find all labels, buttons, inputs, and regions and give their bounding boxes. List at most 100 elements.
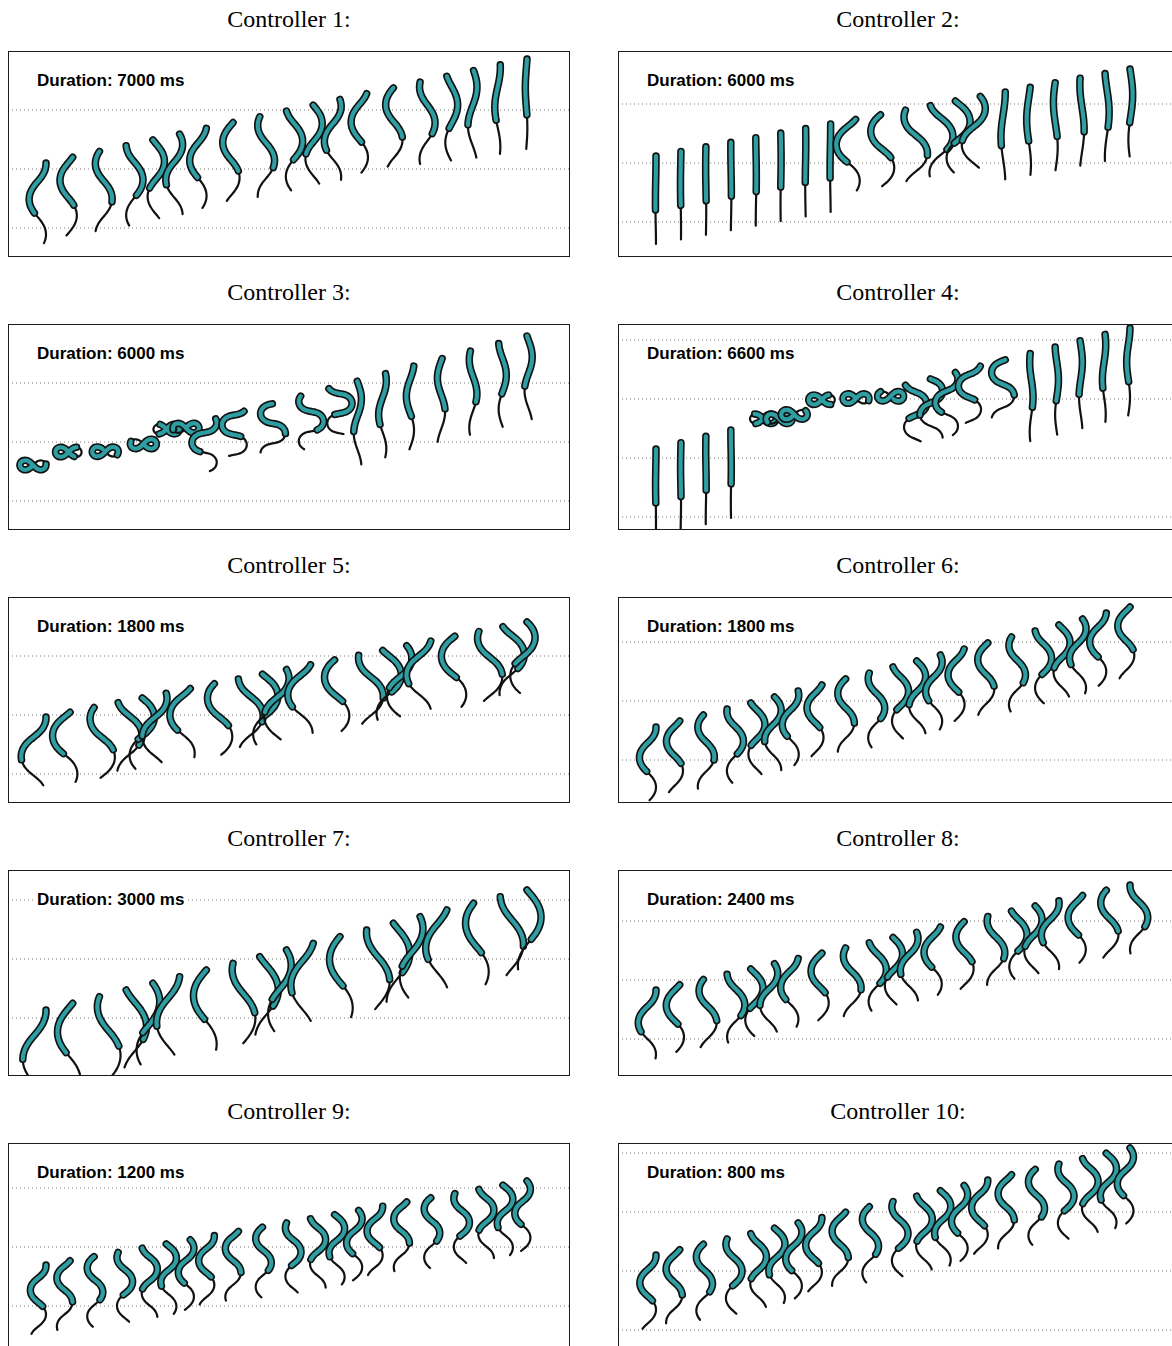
grid-line: [9, 774, 569, 775]
worm-body: [285, 1223, 301, 1265]
worm-pose: [1053, 83, 1057, 171]
worm-body: [441, 636, 456, 677]
worm-outline: [329, 389, 352, 415]
worm-body: [20, 460, 46, 470]
grid-line: [619, 1153, 1172, 1154]
worm-outline: [1035, 631, 1051, 674]
worm-pose: [1082, 1159, 1098, 1232]
worm-outline: [926, 655, 943, 701]
worm-body: [500, 897, 523, 946]
grid-line: [619, 701, 1172, 702]
duration-label: Duration: 1800 ms: [35, 617, 186, 637]
worm-body: [843, 394, 869, 404]
worm-pose: [666, 721, 683, 792]
worm-pose: [223, 123, 240, 201]
worm-body: [1118, 607, 1133, 650]
panel-title: Controller 4:: [619, 279, 1172, 306]
worm-pose: [56, 447, 82, 457]
worm-sequence: [619, 607, 1172, 800]
worm-outline: [726, 1239, 742, 1286]
worm-body: [358, 655, 383, 698]
worm-body: [192, 419, 217, 452]
worm-body: [142, 1248, 157, 1289]
worm-outline: [1001, 92, 1005, 146]
worm-outline: [1101, 890, 1118, 931]
worm-outline: [367, 1206, 383, 1247]
worm-body: [1001, 92, 1005, 146]
worm-outline: [838, 679, 855, 723]
worm-body: [225, 1231, 241, 1272]
worm-outline: [330, 937, 343, 986]
worm-outline: [781, 410, 807, 420]
worm-body: [972, 1180, 988, 1226]
worm-pose: [426, 910, 447, 987]
worm-pose: [406, 366, 414, 449]
grid-line: [619, 921, 1172, 922]
worm-pose: [871, 115, 894, 186]
worm-pose: [811, 953, 829, 1020]
worm-outline: [699, 980, 717, 1021]
worm-pose: [358, 655, 383, 724]
controller-panel: Controller 1:Duration: 7000 ms: [8, 51, 570, 257]
worm-body: [90, 708, 113, 750]
worm-pose: [978, 643, 995, 715]
worm-outline: [1030, 353, 1033, 407]
worm-body: [1117, 1148, 1133, 1196]
worm-pose: [518, 890, 541, 969]
worm-outline: [998, 1175, 1014, 1220]
worm-outline: [95, 151, 112, 201]
worm-body: [900, 932, 918, 974]
worm-outline: [402, 917, 423, 966]
worm-body: [930, 106, 952, 150]
worm-pose: [781, 959, 799, 1027]
worm-outline: [454, 1194, 470, 1236]
worm-pose: [956, 922, 974, 989]
worm-body: [926, 655, 943, 701]
worm-pose: [1055, 347, 1058, 434]
worm-pose: [225, 1231, 241, 1300]
worm-body: [1090, 613, 1107, 657]
worm-sequence: [9, 59, 569, 243]
worm-body: [190, 128, 207, 177]
worm-outline: [843, 948, 861, 990]
controller-panel: Controller 8:Duration: 2400 ms: [618, 870, 1172, 1076]
worm-outline: [652, 156, 660, 210]
worm-outline: [469, 351, 477, 402]
worm-pose: [232, 963, 255, 1043]
worm-outline: [466, 903, 482, 952]
worm-body: [1058, 1164, 1074, 1211]
worm-body: [653, 156, 658, 210]
worm-pose: [781, 410, 807, 420]
worm-outline: [1080, 78, 1084, 132]
worm-pose: [454, 1194, 470, 1263]
worm-outline: [1028, 1169, 1044, 1216]
grid-line: [9, 1018, 569, 1019]
worm-body: [117, 1252, 133, 1294]
worm-outline: [60, 157, 74, 205]
worm-outline: [21, 717, 46, 760]
worm-body: [696, 1244, 712, 1291]
duration-label: Duration: 1800 ms: [645, 617, 796, 637]
worm-pose: [60, 157, 77, 235]
worm-pose: [95, 151, 112, 231]
panel-title: Controller 3:: [9, 279, 569, 306]
worm-outline: [1127, 328, 1130, 382]
worm-body: [1055, 347, 1058, 401]
worm-pose: [299, 396, 324, 449]
worm-outline: [871, 115, 891, 158]
worm-outline: [30, 1265, 46, 1306]
worm-body: [495, 65, 501, 120]
worm-outline: [666, 721, 680, 763]
worm-pose: [1041, 901, 1059, 969]
panel-title: Controller 2:: [619, 6, 1172, 33]
worm-outline: [727, 709, 744, 754]
worm-pose: [386, 88, 403, 167]
worm-outline: [173, 423, 199, 433]
worm-pose: [261, 404, 286, 453]
worm-outline: [285, 1223, 301, 1265]
worm-outline: [696, 1244, 712, 1291]
worm-pose: [1027, 87, 1031, 175]
worm-outline: [288, 665, 311, 707]
worm-outline: [157, 977, 180, 1026]
worm-body: [765, 697, 782, 742]
